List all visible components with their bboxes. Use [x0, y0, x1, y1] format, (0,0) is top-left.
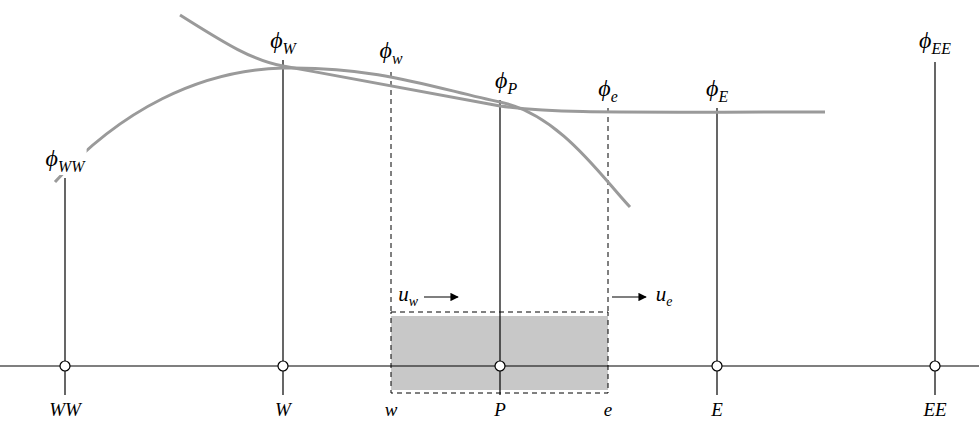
grid-axis — [0, 365, 979, 366]
node-name: E — [709, 400, 725, 421]
grid-node — [278, 361, 288, 371]
node-name: P — [492, 400, 508, 421]
symbol: ϕ — [46, 145, 58, 171]
node-name: WW — [47, 400, 83, 421]
variable-label: ϕw — [378, 37, 405, 67]
node-line — [499, 100, 500, 395]
variable-label: ϕE — [704, 75, 730, 105]
variable-label: ϕW — [268, 27, 298, 57]
node-line — [716, 108, 717, 395]
symbol: ϕ — [706, 75, 718, 101]
velocity-arrow — [612, 296, 646, 297]
profile-curve — [55, 68, 630, 207]
subscript: P — [507, 80, 517, 97]
node-line — [934, 62, 935, 395]
subscript: w — [409, 294, 418, 309]
symbol: ϕ — [270, 27, 282, 53]
grid-node — [60, 361, 70, 371]
symbol: ϕ — [495, 67, 507, 93]
grid-node — [712, 361, 722, 371]
grid-node — [930, 361, 940, 371]
symbol: ϕ — [598, 75, 610, 101]
node-name: W — [273, 400, 293, 421]
variable-label: ϕe — [596, 75, 619, 105]
variable-label: ϕEE — [917, 27, 953, 57]
velocity-label: uw — [396, 283, 420, 309]
variable-label: ϕWW — [44, 145, 87, 175]
velocity-label: ue — [654, 283, 675, 309]
symbol: ϕ — [380, 37, 392, 63]
node-name: EE — [921, 400, 948, 421]
symbol: u — [398, 282, 409, 306]
node-line — [282, 60, 283, 395]
symbol: u — [656, 282, 667, 306]
subscript: EE — [932, 40, 951, 57]
subscript: WW — [58, 158, 84, 175]
grid-node — [495, 361, 505, 371]
subscript: E — [718, 88, 728, 105]
velocity-arrow — [424, 296, 458, 297]
face-name: w — [383, 400, 400, 421]
subscript: W — [283, 40, 296, 57]
face-line — [391, 72, 392, 312]
symbol: ϕ — [919, 27, 931, 53]
face-line — [608, 108, 609, 312]
subscript: e — [611, 88, 618, 105]
subscript: w — [392, 50, 403, 67]
variable-label: ϕP — [493, 67, 519, 97]
profile-curve — [180, 15, 825, 112]
subscript: e — [666, 294, 672, 309]
face-name: e — [602, 400, 614, 421]
